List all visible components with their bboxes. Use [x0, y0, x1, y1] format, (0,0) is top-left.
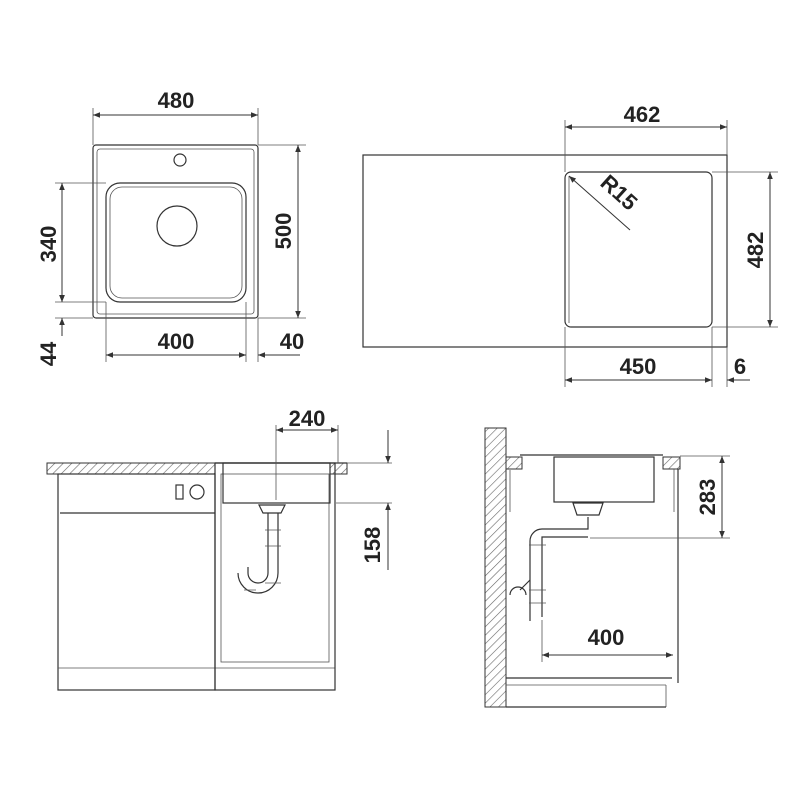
dim-bowl-height: 158	[360, 527, 385, 564]
dim-overall-width: 480	[158, 88, 195, 113]
drain-icon	[156, 205, 198, 247]
sink-top-view: 480 500 340 44 400 40	[36, 88, 306, 366]
dim-trap-height: 283	[695, 479, 720, 516]
dim-corner-radius: R15	[596, 170, 643, 216]
dim-drain-offset: 240	[289, 406, 326, 431]
front-view: 240 158	[46, 406, 392, 691]
dim-side-margin: 40	[280, 329, 304, 354]
dim-overall-depth: 500	[271, 213, 296, 250]
dim-cabinet-depth: 400	[588, 625, 625, 650]
dim-bottom-margin: 44	[36, 341, 61, 366]
dim-cutout-width: 462	[624, 102, 661, 127]
dim-edge-gap: 6	[734, 354, 746, 379]
dim-cutout-depth: 482	[743, 232, 768, 269]
tap-hole-icon	[173, 153, 187, 167]
dim-bowl-width: 400	[158, 329, 195, 354]
countertop-cutout-view: R15 462 482 450 6	[362, 102, 778, 387]
dim-bowl-width-cutout: 450	[620, 354, 657, 379]
dim-bowl-depth: 340	[36, 226, 61, 263]
side-view: 283 400	[484, 427, 730, 708]
